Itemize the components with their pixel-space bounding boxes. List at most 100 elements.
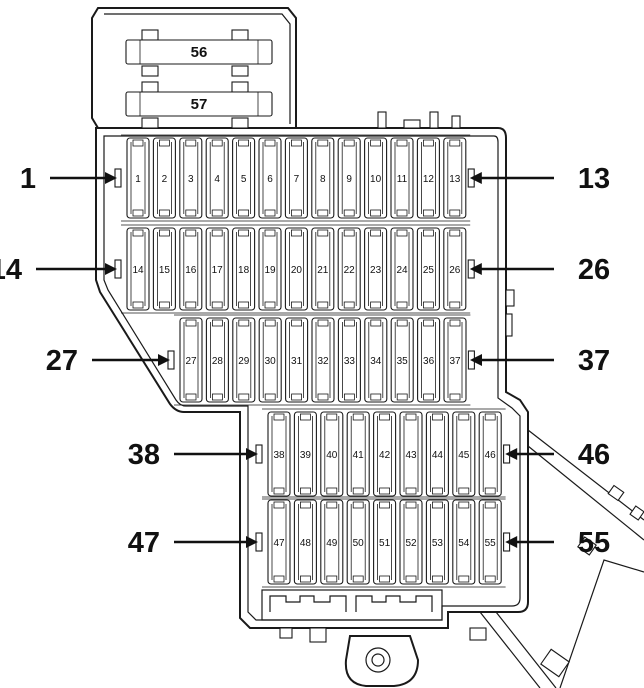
arrow-right-icon [158,354,170,366]
callout-26: 26 [469,254,610,286]
fuse-label: 39 [300,450,312,461]
fuse-38: 38 [267,411,291,497]
fuse-12: 12 [416,137,440,219]
fuse-39: 39 [293,411,317,497]
fuse-20: 20 [284,227,308,311]
fuse-label: 51 [379,538,391,549]
callout-label: 27 [46,345,78,377]
fuse-label: 21 [317,265,329,276]
fuse-41: 41 [346,411,370,497]
arrow-right-icon [246,536,258,548]
fuse-label: 55 [485,538,497,549]
fuse-23: 23 [364,227,388,311]
fuse-43: 43 [399,411,423,497]
fuse-47: 47 [267,499,291,585]
fuse-label: 10 [370,174,382,185]
fuse-label: 35 [397,356,409,367]
arrow-left-icon [505,536,518,548]
adjacent-module [479,429,644,688]
callout-label: 47 [128,527,160,559]
fuse-30: 30 [258,317,282,403]
fuse-6: 6 [258,137,282,219]
fuse-label: 1 [135,174,141,185]
fuse-17: 17 [205,227,229,311]
bottom-connector [261,589,487,687]
relay-terminal [231,81,249,93]
callouts: 1142738471326374655 [0,163,610,559]
fuse-label: 27 [185,356,197,367]
fuse-label: 32 [317,356,329,367]
fuse-54: 54 [452,499,476,585]
fuse-7: 7 [284,137,308,219]
callout-47: 47 [128,527,258,559]
fuse-51: 51 [373,499,397,585]
fuse-15: 15 [152,227,176,311]
fuse-label: 28 [212,356,224,367]
fuse-46: 46 [478,411,502,497]
fuse-label: 12 [423,174,435,185]
fuse-34: 34 [364,317,388,403]
callout-label: 1 [20,163,36,195]
relay-57: 57 [125,81,273,129]
fuse-label: 9 [346,174,352,185]
fuse-label: 19 [264,265,276,276]
fuse-1: 1 [126,137,150,219]
fuse-label: 4 [214,174,220,185]
fuse-label: 45 [458,450,470,461]
fuse-9: 9 [337,137,361,219]
fuse-label: 48 [300,538,312,549]
fuse-label: 11 [397,174,408,185]
fuse-19: 19 [258,227,282,311]
fuse-14: 14 [126,227,150,311]
fuse-3: 3 [179,137,203,219]
arrow-left-icon [505,448,518,460]
fuse-label: 43 [405,450,417,461]
fuse-55: 55 [478,499,502,585]
callout-55: 55 [505,527,610,559]
fuse-label: 33 [344,356,356,367]
fuse-label: 24 [396,265,408,276]
callout-14: 14 [0,254,117,286]
fuse-45: 45 [452,411,476,497]
relay-terminal [231,29,249,41]
fuse-label: 50 [353,538,365,549]
fuse-label: 15 [159,265,171,276]
callout-27: 27 [46,345,170,377]
fuse-48: 48 [293,499,317,585]
callout-13: 13 [469,163,610,195]
fuse-37: 37 [443,317,467,403]
fuse-label: 54 [458,538,470,549]
fuse-22: 22 [337,227,361,311]
fuse-52: 52 [399,499,423,585]
arrow-left-icon [469,263,482,275]
callout-label: 37 [578,345,610,377]
fuse-label: 13 [449,174,461,185]
fuse-42: 42 [373,411,397,497]
fuse-label: 53 [432,538,444,549]
callout-1: 1 [20,163,117,195]
fuse-label: 6 [267,174,273,185]
callout-46: 46 [505,439,610,471]
fuse-18: 18 [232,227,256,311]
arrow-right-icon [105,263,117,275]
relay-terminal [231,117,249,129]
fuse-2: 2 [152,137,176,219]
relay-56: 56 [125,29,273,77]
fuse-label: 29 [238,356,250,367]
fuse-label: 26 [449,265,461,276]
fuse-44: 44 [425,411,449,497]
fuse-label: 2 [162,174,168,185]
arrow-left-icon [470,354,482,366]
fuse-label: 31 [291,356,303,367]
fuse-24: 24 [390,227,414,311]
fuse-label: 3 [188,174,194,185]
relay-terminal [141,81,159,93]
fuse-26: 26 [443,227,467,311]
fuse-53: 53 [425,499,449,585]
